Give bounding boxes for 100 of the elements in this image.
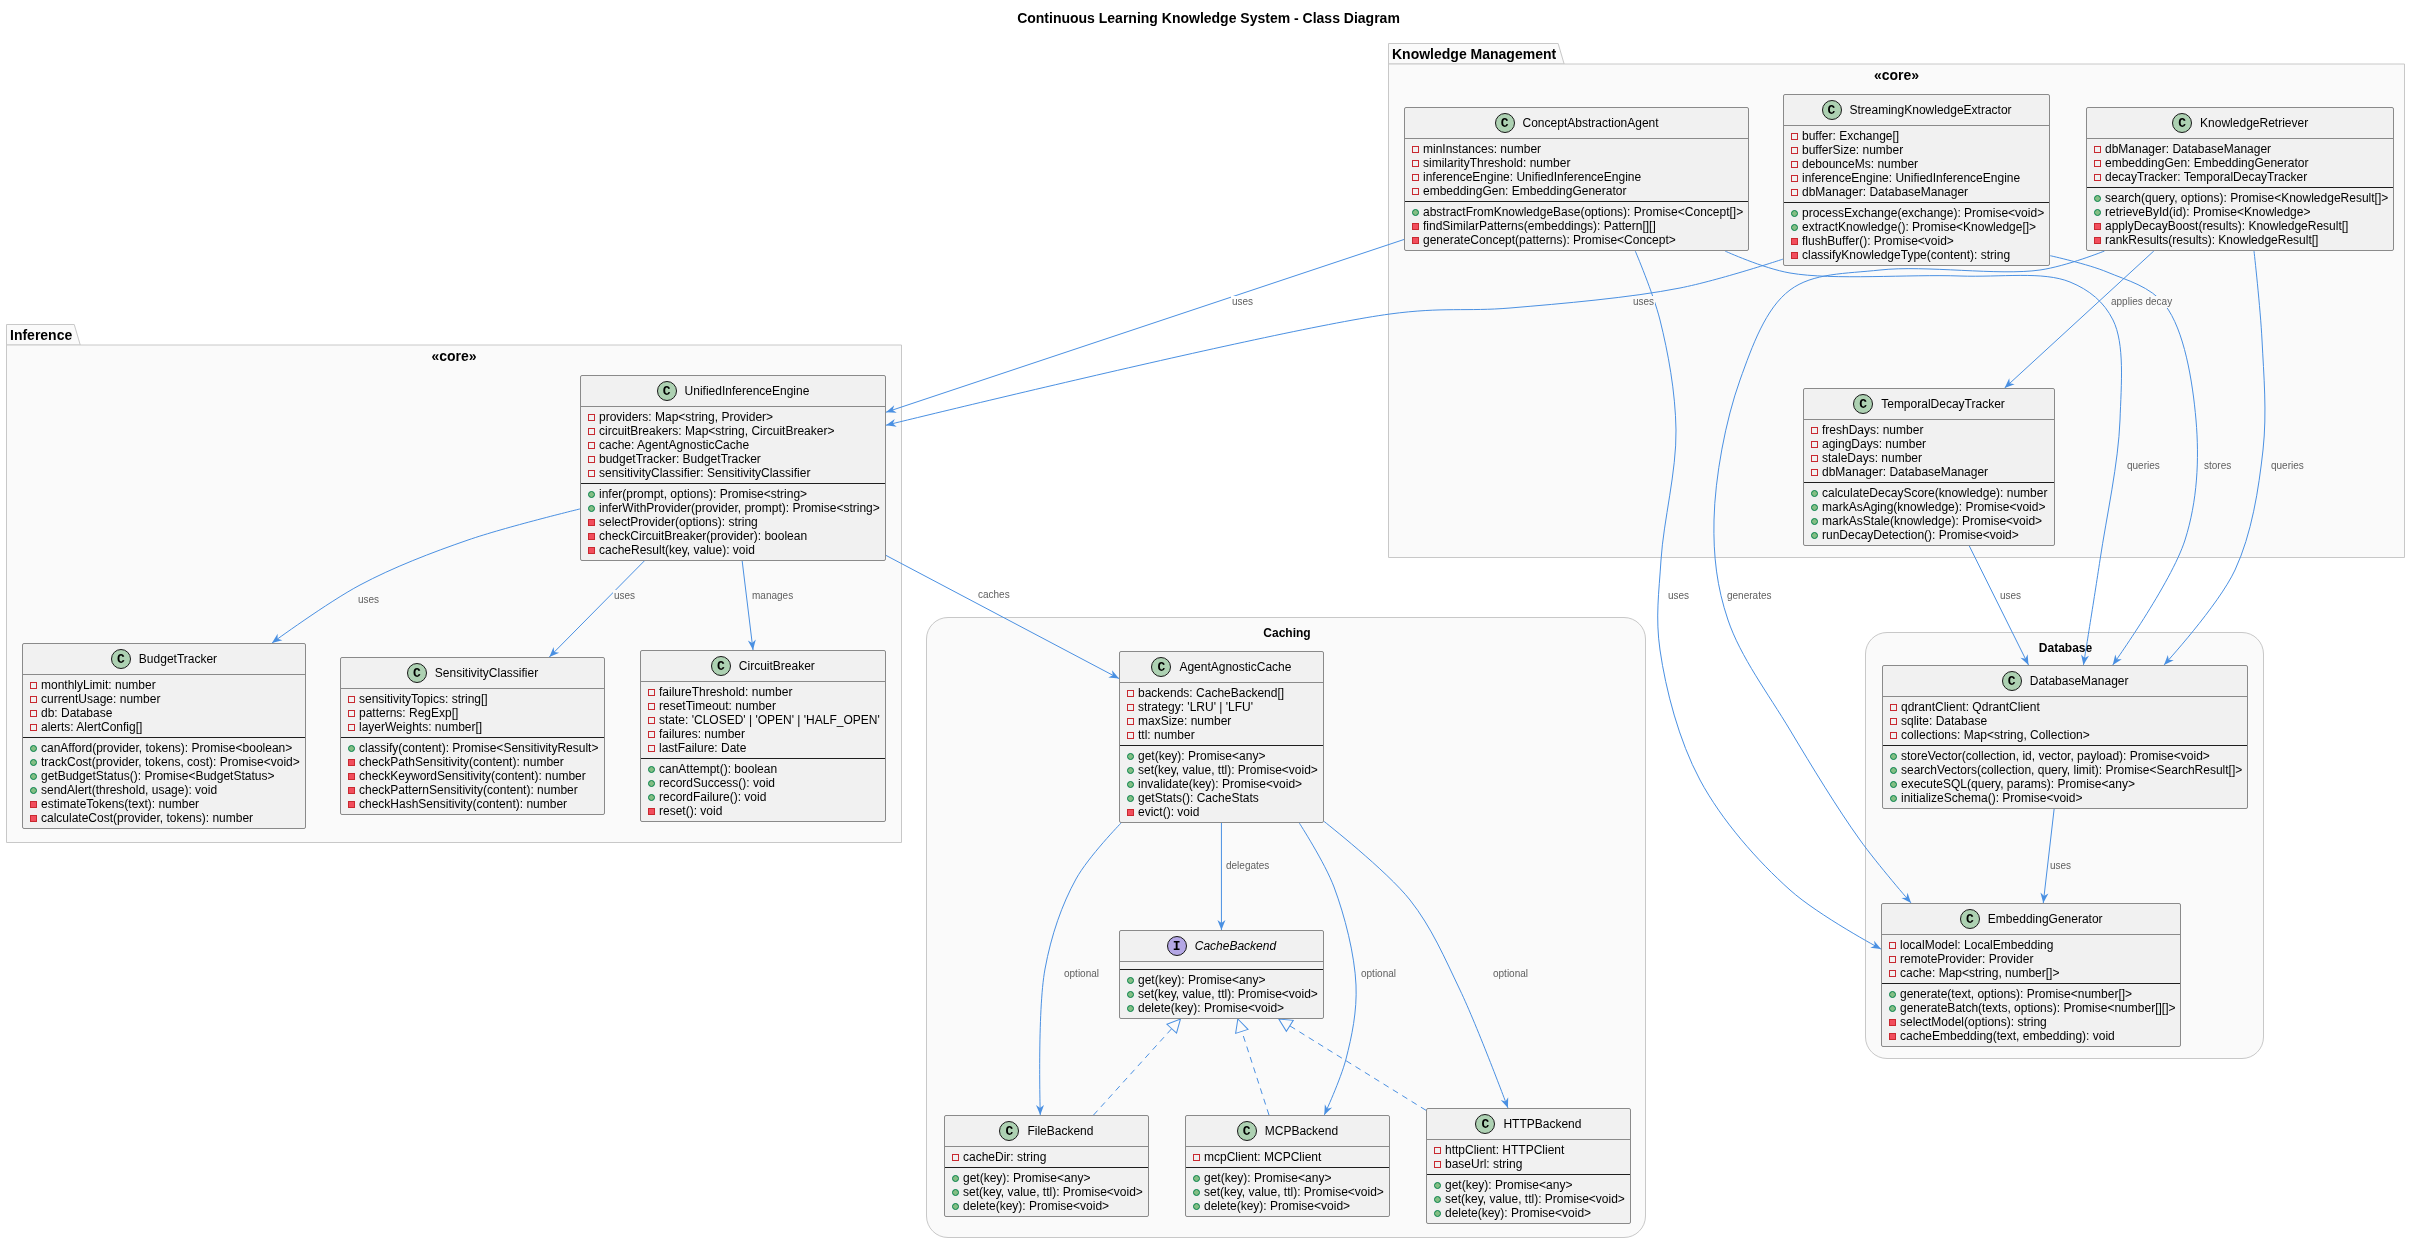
- method-text: set(key, value, ttl): Promise<void>: [1445, 1192, 1625, 1206]
- class-name: StreamingKnowledgeExtractor: [1849, 102, 2012, 118]
- method-text: markAsAging(knowledge): Promise<void>: [1822, 500, 2046, 514]
- attribute-text: backends: CacheBackend[]: [1138, 686, 1285, 700]
- arrow: [1634, 250, 1882, 950]
- attribute-text: decayTracker: TemporalDecayTracker: [2105, 170, 2308, 184]
- method-text: processExchange(exchange): Promise<void>: [1802, 206, 2045, 220]
- class-name: MCPBackend: [1264, 1123, 1339, 1139]
- attribute-text: strategy: 'LRU' | 'LFU': [1138, 700, 1253, 714]
- attribute-text: remoteProvider: Provider: [1900, 952, 2034, 966]
- class-badge: C: [1853, 394, 1874, 414]
- arrow: [2163, 250, 2266, 666]
- arrow: [548, 560, 645, 658]
- edge-label: delegates: [1225, 860, 1271, 872]
- method-text: classify(content): Promise<SensitivityResult>: [359, 741, 599, 755]
- attribute-text: staleDays: number: [1822, 451, 1923, 465]
- class-name: UnifiedInferenceEngine: [684, 383, 810, 399]
- attribute-text: localModel: LocalEmbedding: [1900, 938, 2054, 952]
- method-text: classifyKnowledgeType(content): string: [1802, 248, 2011, 262]
- method-text: getStats(): CacheStats: [1138, 791, 1259, 805]
- class-name: AgentAgnosticCache: [1179, 659, 1292, 675]
- edge-label: uses: [613, 590, 637, 602]
- method-text: generateBatch(texts, options): Promise<number[][]>: [1900, 1001, 2176, 1015]
- class-badge: C: [1821, 100, 1842, 120]
- class-badge: I: [1166, 936, 1187, 956]
- class-box: [340, 657, 605, 815]
- attribute-text: debounceMs: number: [1802, 157, 1919, 171]
- method-text: sendAlert(threshold, usage): void: [41, 783, 218, 797]
- attribute-text: inferenceEngine: UnifiedInferenceEngine: [1802, 171, 2021, 185]
- edge-label: optional: [1360, 968, 1398, 980]
- package-title: Caching: [1263, 625, 1311, 641]
- method-text: storeVector(collection, id, vector, payload): Promise<void>: [1901, 749, 2210, 763]
- class-name: ConceptAbstractionAgent: [1522, 115, 1659, 131]
- method-text: applyDecayBoost(results): KnowledgeResult[]: [2105, 219, 2349, 233]
- arrow: [2040, 808, 2055, 904]
- arrow: [885, 554, 1120, 679]
- attribute-text: cache: AgentAgnosticCache: [599, 438, 750, 452]
- attribute-text: sensitivityClassifier: SensitivityClassifier: [599, 466, 811, 480]
- edge-label: uses: [357, 594, 381, 606]
- attribute-text: maxSize: number: [1138, 714, 1232, 728]
- method-text: set(key, value, ttl): Promise<void>: [1204, 1185, 1384, 1199]
- method-text: canAfford(provider, tokens): Promise<boolean>: [41, 741, 293, 755]
- method-text: delete(key): Promise<void>: [1138, 1001, 1285, 1015]
- class-box: [1404, 107, 1750, 251]
- class-box: [22, 643, 306, 829]
- edge-label: applies decay: [2110, 296, 2174, 308]
- class-badge: C: [2172, 113, 2193, 133]
- attribute-text: budgetTracker: BudgetTracker: [599, 452, 761, 466]
- class-box: [1783, 94, 2051, 266]
- method-text: trackCost(provider, tokens, cost): Promise<void>: [41, 755, 300, 769]
- class-badge: C: [1151, 657, 1172, 677]
- attribute-text: dbManager: DatabaseManager: [1822, 465, 1989, 479]
- stereotype-label: «core»: [1873, 67, 1920, 83]
- arrow: [2004, 250, 2155, 389]
- arrow: [1968, 545, 2029, 666]
- method-text: selectProvider(options): string: [599, 515, 758, 529]
- arrow: [271, 508, 581, 644]
- arrow: [741, 560, 756, 651]
- edge-label: optional: [1063, 968, 1101, 980]
- method-text: infer(prompt, options): Promise<string>: [599, 487, 808, 501]
- method-text: executeSQL(query, params): Promise<any>: [1901, 777, 2135, 791]
- attribute-text: collections: Map<string, Collection>: [1901, 728, 2090, 742]
- attribute-text: agingDays: number: [1822, 437, 1927, 451]
- class-box: [2086, 107, 2395, 251]
- edge-label: stores: [2203, 460, 2233, 472]
- method-text: get(key): Promise<any>: [963, 1171, 1091, 1185]
- class-box: [1882, 665, 2249, 809]
- method-text: recordSuccess(): void: [659, 776, 776, 790]
- attribute-text: failures: number: [659, 727, 746, 741]
- class-name: TemporalDecayTracker: [1881, 396, 2005, 412]
- package-title: Inference: [10, 327, 73, 343]
- method-text: get(key): Promise<any>: [1138, 973, 1266, 987]
- method-text: searchVectors(collection, query, limit): Promise<SearchResult[]>: [1901, 763, 2243, 777]
- arrow: [2049, 255, 2198, 666]
- package-frame: [1388, 43, 2405, 558]
- method-text: delete(key): Promise<void>: [1204, 1199, 1351, 1213]
- method-text: reset(): void: [659, 804, 723, 818]
- attribute-text: bufferSize: number: [1802, 143, 1904, 157]
- attribute-text: cache: Map<string, number[]>: [1900, 966, 2060, 980]
- class-name: CircuitBreaker: [738, 658, 815, 674]
- attribute-text: mcpClient: MCPClient: [1204, 1150, 1322, 1164]
- method-text: canAttempt(): boolean: [659, 762, 778, 776]
- class-badge: C: [406, 663, 427, 683]
- arrow: [885, 239, 1405, 413]
- attribute-text: ttl: number: [1138, 728, 1195, 742]
- attribute-text: buffer: Exchange[]: [1802, 129, 1900, 143]
- method-text: set(key, value, ttl): Promise<void>: [1138, 763, 1318, 777]
- attribute-text: cacheDir: string: [963, 1150, 1047, 1164]
- method-text: get(key): Promise<any>: [1204, 1171, 1332, 1185]
- edge-label: uses: [1231, 296, 1255, 308]
- class-box: [1881, 903, 2182, 1047]
- attribute-text: similarityThreshold: number: [1423, 156, 1571, 170]
- method-text: calculateCost(provider, tokens): number: [41, 811, 254, 825]
- attribute-text: sensitivityTopics: string[]: [359, 692, 488, 706]
- class-box: [1119, 651, 1324, 823]
- class-name: FileBackend: [1027, 1123, 1094, 1139]
- attribute-text: state: 'CLOSED' | 'OPEN' | 'HALF_OPEN': [659, 713, 880, 727]
- arrow: [1036, 822, 1122, 1116]
- method-text: rankResults(results): KnowledgeResult[]: [2105, 233, 2319, 247]
- method-text: checkKeywordSensitivity(content): number: [359, 769, 586, 783]
